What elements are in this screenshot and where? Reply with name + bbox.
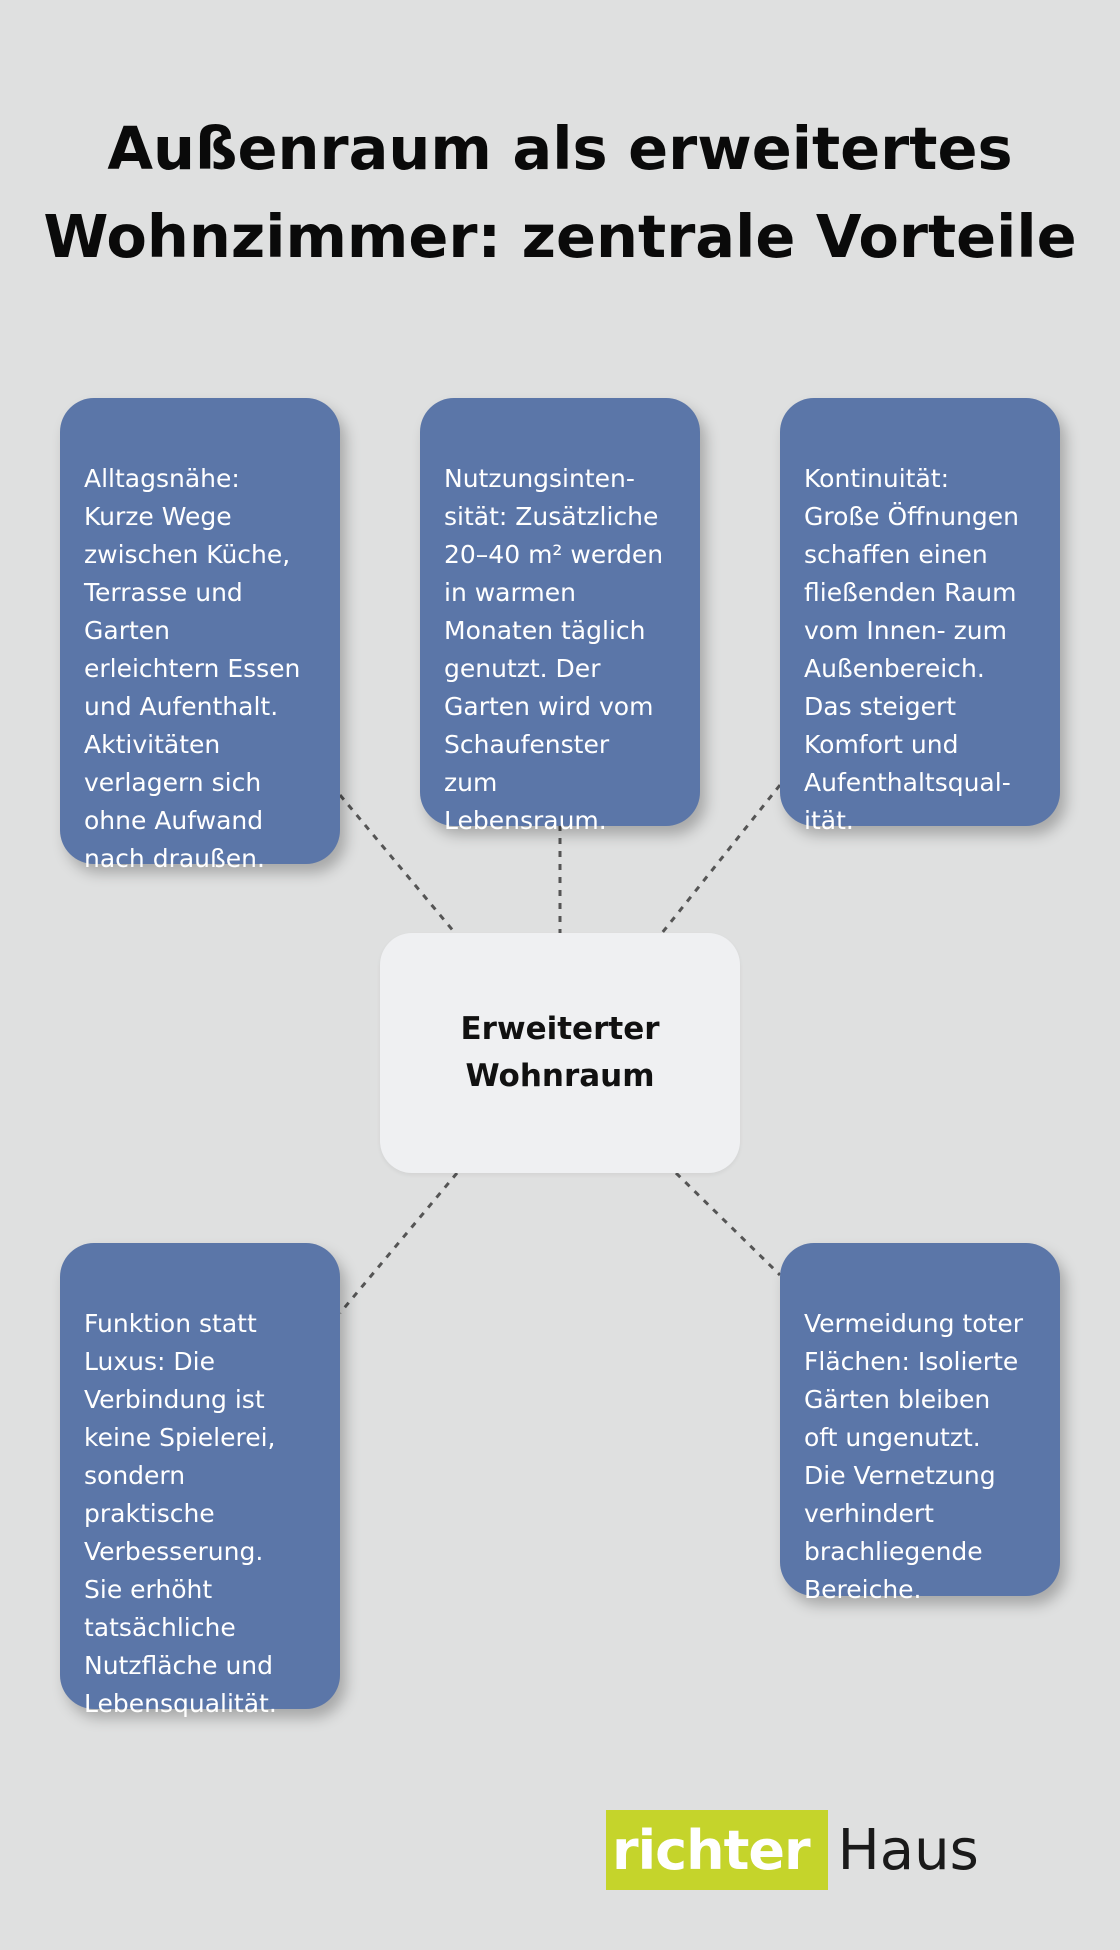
benefit-card-funktion: Funktion statt Luxus: Die Verbindung ist… (60, 1243, 340, 1718)
benefit-card-alltagsnaehe: Alltagsnähe: Kurze Wege zwischen Küche, … (60, 398, 340, 873)
richter-haus-logo: richter Haus (606, 1810, 979, 1890)
logo-suffix: Haus (837, 1817, 979, 1883)
connector-top-right (660, 784, 782, 934)
logo-brand: richter (606, 1810, 828, 1890)
central-node: Erweiterter Wohnraum (380, 933, 740, 1173)
title-line-1: Außenraum als erweitertes (107, 114, 1013, 183)
connector-bottom-right (674, 1171, 782, 1277)
benefit-card-text: Kontinuität: Große Öffnungen schaffen ei… (804, 464, 1020, 835)
title-line-2: Wohnzimmer: zentrale Vorteile (43, 202, 1077, 271)
benefit-card-kontinuitaet: Kontinuität: Große Öffnungen schaffen ei… (780, 398, 1060, 835)
benefit-card-nutzungsintensitaet: Nutzungsinten- sität: Zusätzliche 20–40 … (420, 398, 700, 835)
benefit-card-text: Nutzungsinten- sität: Zusätzliche 20–40 … (444, 464, 664, 835)
connector-bottom-left (338, 1172, 459, 1314)
page-title: Außenraum als erweitertes Wohnzimmer: ze… (0, 105, 1120, 281)
benefit-card-text: Alltagsnähe: Kurze Wege zwischen Küche, … (84, 464, 301, 873)
central-node-label: Erweiterter Wohnraum (460, 1011, 660, 1094)
benefit-card-vermeidung: Vermeidung toter Flächen: Isolierte Gärt… (780, 1243, 1060, 1604)
benefit-card-text: Vermeidung toter Flächen: Isolierte Gärt… (804, 1309, 1023, 1604)
connector-top-left (338, 794, 457, 934)
benefit-card-text: Funktion statt Luxus: Die Verbindung ist… (84, 1309, 277, 1718)
